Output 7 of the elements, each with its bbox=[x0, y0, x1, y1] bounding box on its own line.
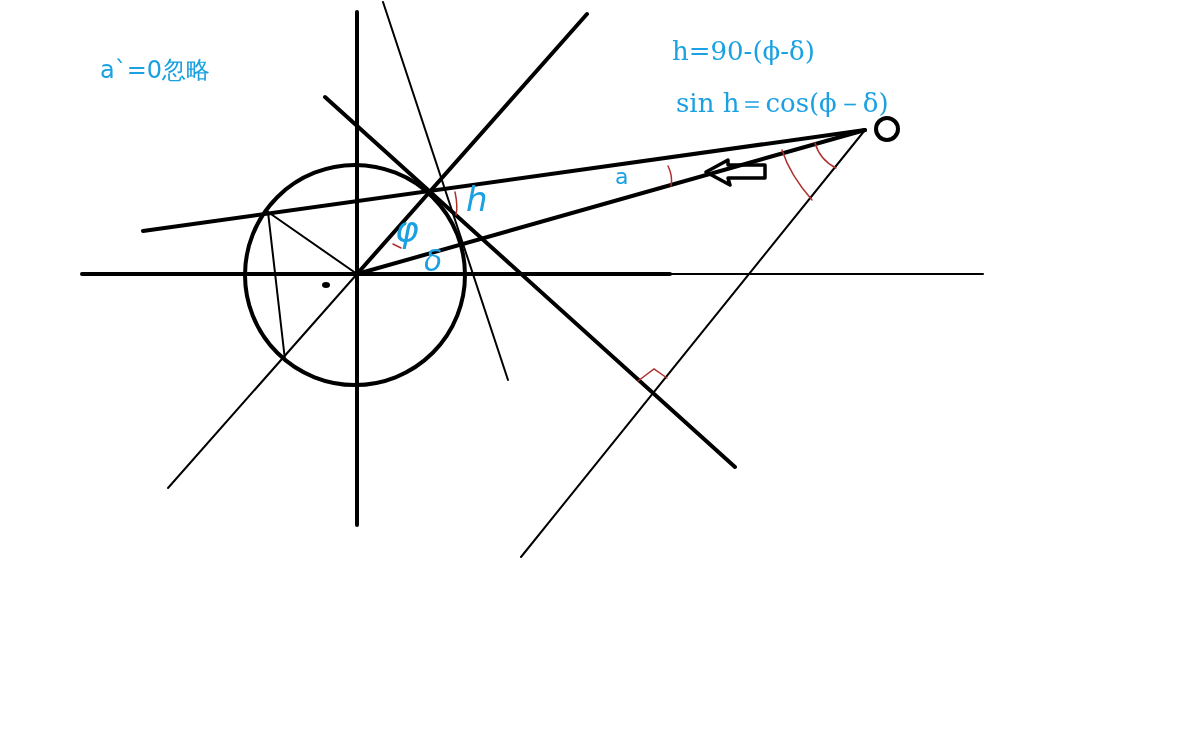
formula-text: h=90-(ϕ-δ) bbox=[672, 38, 815, 64]
formula-text: sin h＝cos(ϕ－δ) bbox=[676, 90, 889, 116]
angle-symbol: φ bbox=[395, 212, 419, 248]
angle-symbol: δ bbox=[424, 246, 443, 276]
angle-symbol: h bbox=[466, 182, 488, 216]
note-text: a`=0忽略 bbox=[100, 58, 211, 82]
angle-label: a bbox=[615, 166, 629, 188]
